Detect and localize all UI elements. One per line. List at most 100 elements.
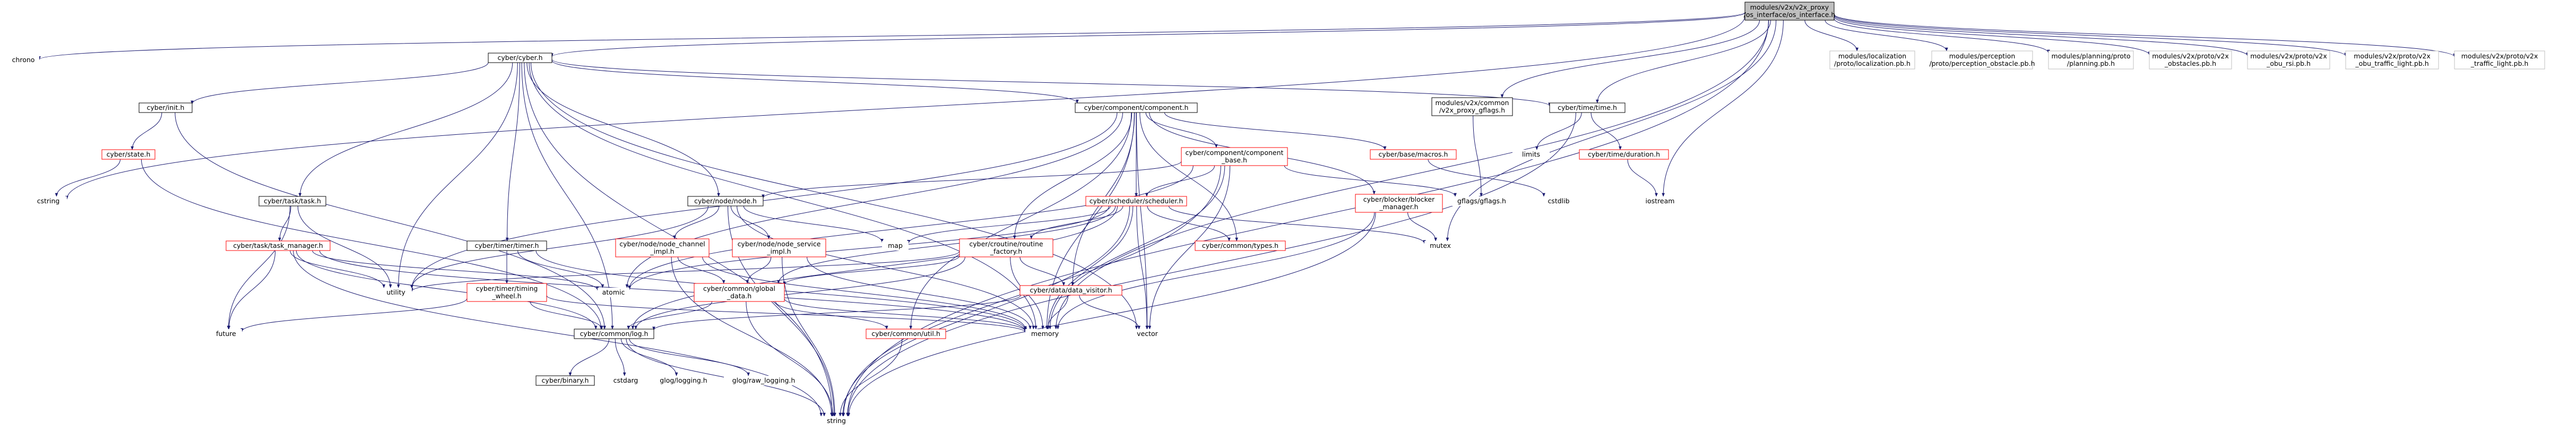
node-v2x_tl2_pb[interactable]: modules/v2x/proto/v2x_traffic_light.pb.h <box>2454 50 2545 70</box>
edge-timing_wheel_h-to-memory <box>546 295 1027 333</box>
node-root[interactable]: modules/v2x/v2x_proxy/os_interface/os_in… <box>1744 2 1836 21</box>
node-label-v2x_gflags-1: /v2x_proxy_gflags.h <box>1439 106 1505 114</box>
node-v2x_rsi_pb[interactable]: modules/v2x/proto/v2x_obu_rsi.pb.h <box>2247 50 2330 70</box>
edge-log_h-to-cstdarg <box>615 338 626 376</box>
node-time_h[interactable]: cyber/time/time.h <box>1549 102 1626 113</box>
node-box-time_h <box>1549 102 1626 113</box>
node-duration_h[interactable]: cyber/time/duration.h <box>1579 149 1669 160</box>
node-macros_h[interactable]: cyber/base/macros.h <box>1370 149 1457 160</box>
node-routine_factory_h[interactable]: cyber/croutine/routine_factory.h <box>959 238 1053 257</box>
node-label-duration_h-0: cyber/time/duration.h <box>1588 150 1660 158</box>
node-box-state_h <box>101 149 155 160</box>
node-init_h[interactable]: cyber/init.h <box>139 102 193 113</box>
node-label-cstring-0: cstring <box>37 197 60 205</box>
node-module_h[interactable]: cyber/scheduler/scheduler.h <box>1085 196 1187 206</box>
edge-module_h-to-vector <box>1136 205 1149 330</box>
node-chrono: chrono <box>7 55 39 65</box>
node-box-mutex <box>1424 241 1456 251</box>
edge-routine_factory_h-to-log_h <box>634 256 965 330</box>
edge-module_h-to-atomic <box>628 205 1109 290</box>
node-label-cstdlib-0: cstdlib <box>1548 197 1569 205</box>
node-timing_wheel_h[interactable]: cyber/timer/timing_wheel.h <box>466 283 547 302</box>
node-v2x_obs_pb[interactable]: modules/v2x/proto/v2x_obstacles.pb.h <box>2149 50 2232 70</box>
node-label-perc_pb-0: modules/perception <box>1949 52 2016 60</box>
node-cyber_h[interactable]: cyber/cyber.h <box>488 53 552 63</box>
edge-root-to-loc_pb <box>1804 20 1858 51</box>
node-v2x_tl_pb[interactable]: modules/v2x/proto/v2x_obu_traffic_light.… <box>2345 50 2439 70</box>
edge-init_h-to-log_h <box>175 112 606 330</box>
node-memory: memory <box>1025 329 1065 339</box>
node-label-cstdarg-0: cstdarg <box>613 376 638 384</box>
node-label-time_h-0: cyber/time/time.h <box>1558 104 1617 111</box>
node-gflags_h: gflags/gflags.h <box>1450 196 1514 206</box>
edge-component_h-to-utility <box>410 112 1118 289</box>
edge-node_h-to-node_channel_impl_h <box>673 205 720 239</box>
node-component_base_h[interactable]: cyber/component/component_base.h <box>1181 147 1288 166</box>
node-label-routine_factory_h-1: _factory.h <box>990 247 1022 255</box>
node-label-component_h-0: cyber/component/component.h <box>1084 104 1189 111</box>
node-box-cstdarg <box>608 376 643 385</box>
node-timer_h[interactable]: cyber/timer/timer.h <box>466 240 547 251</box>
edge-cyber_h-to-time_h <box>551 59 1551 107</box>
edge-cyber_h-to-memory <box>529 62 1038 330</box>
node-blocker_manager_h[interactable]: cyber/blocker/blocker_manager.h <box>1355 194 1443 213</box>
edge-module_h-to-log_h <box>631 205 1118 330</box>
edge-task_manager_h-to-log_h <box>296 250 598 330</box>
node-util_h[interactable]: cyber/common/util.h <box>866 329 946 339</box>
node-loc_pb[interactable]: modules/localization/proto/localization.… <box>1829 50 1915 70</box>
node-label-v2x_tl_pb-0: modules/v2x/proto/v2x <box>2354 52 2430 60</box>
node-node_h[interactable]: cyber/node/node.h <box>687 196 764 206</box>
node-cstdlib: cstdlib <box>1541 196 1576 206</box>
node-box-timer_h <box>466 240 547 251</box>
node-global_data_h[interactable]: cyber/common/global_data.h <box>694 283 785 302</box>
edge-log_h-to-glog_raw_logging_h <box>629 338 750 376</box>
edge-time_h-to-string <box>846 112 1576 417</box>
node-box-v2x_gflags <box>1431 97 1513 116</box>
node-component_h[interactable]: cyber/component/component.h <box>1075 102 1198 113</box>
edge-root-to-v2x_obs_pb <box>1834 16 2151 56</box>
node-box-component_h <box>1075 102 1198 113</box>
node-label-gflags_h-0: gflags/gflags.h <box>1457 197 1506 205</box>
node-mutex: mutex <box>1424 241 1456 251</box>
node-node_service_impl_h[interactable]: cyber/node/node_service_impl.h <box>732 238 826 257</box>
node-label-v2x_gflags-0: modules/v2x/common <box>1436 99 1509 107</box>
node-perc_pb[interactable]: modules/perception/proto/perception_obst… <box>1929 50 2035 70</box>
edge-duration_h-to-iostream <box>1627 159 1658 197</box>
nodes-layer: modules/v2x/v2x_proxy/os_interface/os_in… <box>7 2 2545 426</box>
edge-module_h-to-memory <box>1047 205 1134 330</box>
node-label-macros_h-0: cyber/base/macros.h <box>1379 150 1448 158</box>
node-data_visitor_h[interactable]: cyber/data/data_visitor.h <box>1019 285 1122 296</box>
edge-module_h-to-map <box>907 205 1111 244</box>
node-box-v2x_obs_pb <box>2149 50 2232 70</box>
node-box-types_h <box>1195 240 1286 251</box>
node-label-v2x_rsi_pb-0: modules/v2x/proto/v2x <box>2250 52 2327 60</box>
node-binary_h[interactable]: cyber/binary.h <box>535 375 595 386</box>
node-label-map-0: map <box>888 242 903 249</box>
edge-root-to-v2x_tl_pb <box>1834 14 2347 57</box>
edge-node_h-to-memory <box>737 205 1035 330</box>
edge-log_h-to-binary_h <box>568 338 610 376</box>
node-label-cyber_h-0: cyber/cyber.h <box>497 54 542 62</box>
edge-task_h-to-utility <box>297 205 392 288</box>
edge-module_h-to-routine_factory_h <box>1030 205 1123 239</box>
node-label-global_data_h-1: _data.h <box>727 292 751 300</box>
node-label-routine_factory_h-0: cyber/croutine/routine <box>969 240 1043 248</box>
node-types_h[interactable]: cyber/common/types.h <box>1195 240 1286 251</box>
node-v2x_gflags[interactable]: modules/v2x/common/v2x_proxy_gflags.h <box>1431 97 1513 116</box>
node-task_manager_h[interactable]: cyber/task/task_manager.h <box>226 240 331 251</box>
node-label-chrono-0: chrono <box>12 56 35 64</box>
node-box-plan_pb <box>2048 50 2134 70</box>
node-label-atomic-0: atomic <box>602 288 625 296</box>
node-box-iostream <box>1639 196 1681 206</box>
node-node_channel_impl_h[interactable]: cyber/node/node_channel_impl.h <box>615 238 710 257</box>
node-box-string <box>820 416 852 426</box>
node-box-gflags_h <box>1450 196 1514 206</box>
edge-time_h-to-limits <box>1535 112 1582 150</box>
node-log_h[interactable]: cyber/common/log.h <box>574 329 654 339</box>
node-task_h[interactable]: cyber/task/task.h <box>258 196 326 206</box>
node-plan_pb[interactable]: modules/planning/proto/planning.pb.h <box>2048 50 2134 70</box>
node-state_h[interactable]: cyber/state.h <box>101 149 155 160</box>
edge-v2x_gflags-to-gflags_h <box>1473 115 1483 197</box>
node-label-task_h-0: cyber/task/task.h <box>264 197 321 205</box>
edge-component_base_h-to-atomic <box>628 165 1194 290</box>
